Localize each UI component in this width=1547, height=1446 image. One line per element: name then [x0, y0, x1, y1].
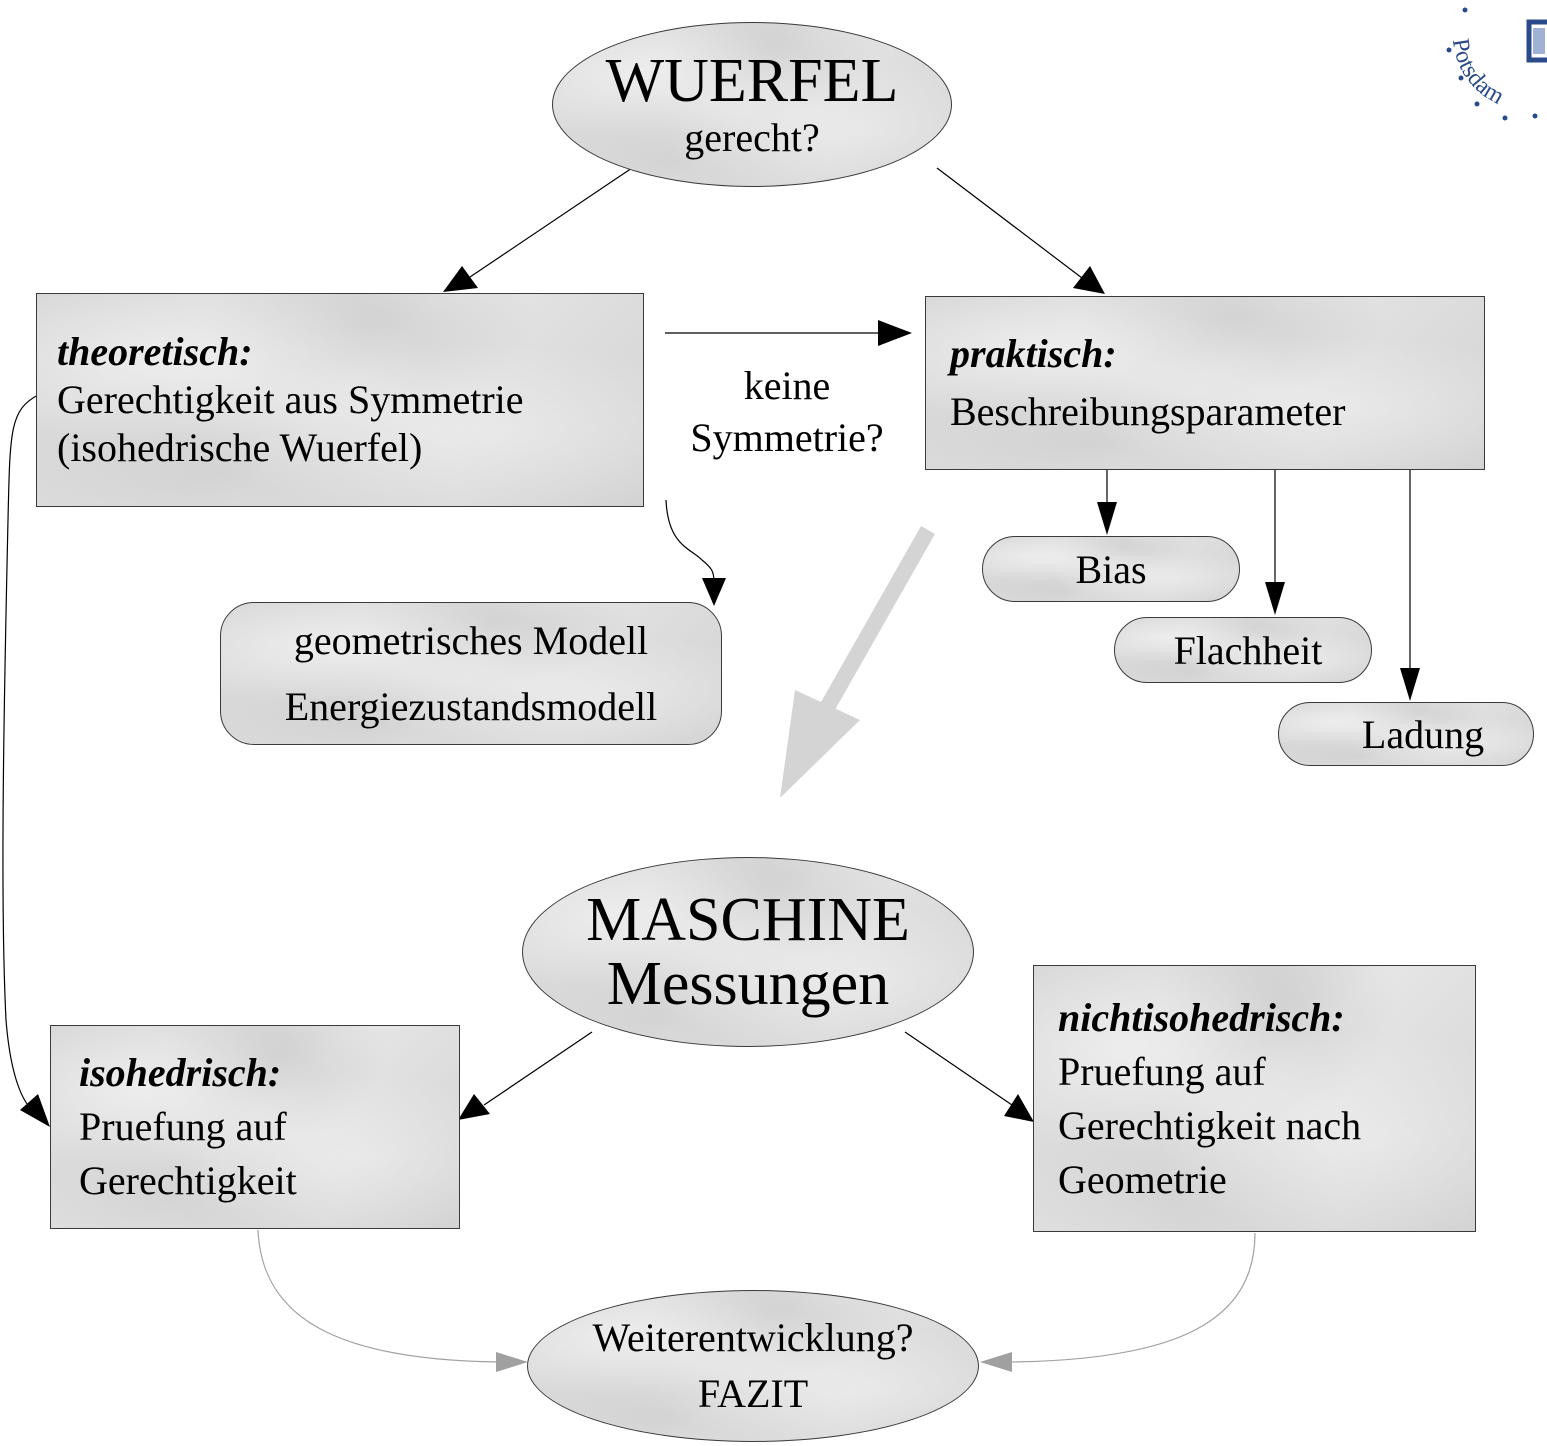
wuerfel-subtitle: gerecht? [684, 114, 820, 160]
fazit-line-1: Weiterentwicklung? [592, 1315, 914, 1360]
modell-line-1: geometrisches Modell [293, 617, 649, 663]
edge-praktisch-bias [1097, 470, 1117, 535]
node-ladung: Ladung [1278, 702, 1534, 766]
isohedrisch-line-2: Gerechtigkeit [79, 1158, 297, 1203]
flachheit-label: Flachheit [1173, 627, 1323, 673]
node-modell: geometrisches Modell Energiezustandsmode… [220, 602, 722, 745]
node-maschine: MASCHINE Messungen [522, 857, 974, 1047]
bias-label: Bias [1075, 546, 1147, 592]
fazit-line-2: FAZIT [697, 1371, 809, 1416]
isohedrisch-line-1: Pruefung auf [79, 1104, 287, 1149]
edge-maschine-nichtisohedrisch [904, 1031, 1034, 1122]
modell-line-2: Energiezustandsmodell [284, 683, 658, 729]
edge-praktisch-ladung [1400, 470, 1420, 701]
edge-wuerfel-praktisch [936, 167, 1105, 294]
theoretisch-heading: theoretisch: [57, 329, 253, 374]
nichtisohedrisch-heading: nichtisohedrisch: [1058, 994, 1345, 1040]
node-theoretisch: theoretisch: Gerechtigkeit aus Symmetrie… [36, 293, 644, 507]
wuerfel-title: WUERFEL [605, 46, 899, 115]
edge-maschine-isohedrisch [458, 1031, 593, 1120]
edge-praktisch-flachheit [1265, 470, 1285, 615]
praktisch-line-1: Beschreibungsparameter [950, 389, 1346, 434]
edge-label-keine-symmetrie: keine Symmetrie? [662, 362, 912, 462]
university-seal-logo: Potsdam [1425, 0, 1547, 125]
node-fazit: Weiterentwicklung? FAZIT [527, 1290, 979, 1442]
big-flow-arrow [780, 526, 935, 798]
node-isohedrisch: isohedrisch: Pruefung auf Gerechtigkeit [50, 1025, 460, 1229]
node-nichtisohedrisch: nichtisohedrisch: Pruefung auf Gerechtig… [1033, 965, 1476, 1232]
theoretisch-line-1: Gerechtigkeit aus Symmetrie [57, 377, 524, 422]
nichtisohedrisch-line-3: Geometrie [1058, 1156, 1227, 1202]
isohedrisch-heading: isohedrisch: [79, 1050, 282, 1095]
edge-label-line-2: Symmetrie? [690, 415, 884, 460]
maschine-title: MASCHINE [586, 886, 910, 954]
praktisch-heading: praktisch: [950, 331, 1117, 376]
node-wuerfel: WUERFEL gerecht? [552, 22, 952, 187]
node-bias: Bias [982, 536, 1240, 602]
edge-wuerfel-theoretisch [443, 167, 633, 292]
edge-label-line-1: keine [743, 363, 831, 408]
nichtisohedrisch-line-2: Gerechtigkeit nach [1058, 1102, 1362, 1148]
edge-nichtisohedrisch-fazit [980, 1232, 1256, 1372]
maschine-subtitle: Messungen [606, 950, 890, 1018]
edge-theoretisch-modell [665, 499, 726, 606]
svg-text:Potsdam: Potsdam [1447, 37, 1509, 110]
edge-theoretisch-praktisch [665, 320, 912, 346]
theoretisch-line-2: (isohedrische Wuerfel) [57, 425, 423, 470]
edge-isohedrisch-fazit [257, 1229, 528, 1372]
node-flachheit: Flachheit [1114, 617, 1372, 683]
ladung-label: Ladung [1361, 711, 1485, 757]
node-praktisch: praktisch: Beschreibungsparameter [925, 296, 1485, 470]
nichtisohedrisch-line-1: Pruefung auf [1058, 1048, 1266, 1094]
